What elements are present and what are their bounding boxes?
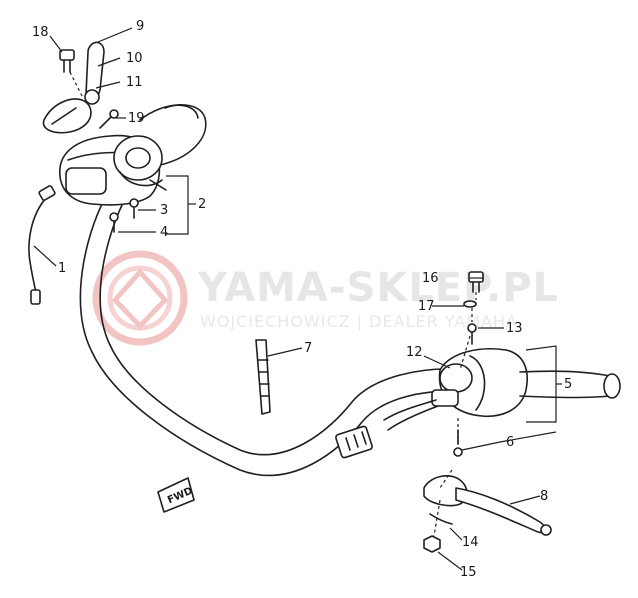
leader-lines xyxy=(33,27,562,571)
callout-15: 15 xyxy=(460,565,477,580)
callout-13: 13 xyxy=(506,321,523,336)
watermark: YAMA-SKLEP.PL WOJCIECHOWICZ | DEALER YAM… xyxy=(92,250,559,346)
callout-9: 9 xyxy=(136,19,144,34)
callout-10: 10 xyxy=(126,51,143,66)
callout-1: 1 xyxy=(58,261,66,276)
callout-8: 8 xyxy=(540,489,548,504)
right-switch-housing xyxy=(431,348,621,417)
fwd-direction-marker: FWD xyxy=(157,477,195,513)
callout-4: 4 xyxy=(160,225,168,240)
assembly-lines xyxy=(69,71,477,537)
watermark-title: YAMA-SKLEP.PL xyxy=(197,265,559,311)
callout-11: 11 xyxy=(126,75,143,90)
callout-19: 19 xyxy=(128,111,145,126)
callout-18: 18 xyxy=(32,25,49,40)
callouts: 9 10 11 18 19 2 3 4 1 7 12 13 16 17 5 6 … xyxy=(32,19,572,580)
screw-13 xyxy=(467,323,477,345)
cable-band-7 xyxy=(255,339,271,415)
lever-bracket-left xyxy=(42,41,105,134)
callout-16: 16 xyxy=(422,271,439,286)
callout-5: 5 xyxy=(564,377,572,392)
pin-14 xyxy=(429,513,453,525)
callout-17: 17 xyxy=(418,299,435,314)
screw-19 xyxy=(99,109,119,129)
handlebar xyxy=(79,103,471,477)
wire-lead-1 xyxy=(28,185,56,305)
nut-15 xyxy=(423,535,441,553)
callout-14: 14 xyxy=(462,535,479,550)
bolt-18 xyxy=(59,49,75,73)
harness-right xyxy=(335,399,439,459)
bolt-16 xyxy=(468,271,484,293)
watermark-logo-icon xyxy=(92,250,188,346)
callout-7: 7 xyxy=(304,341,312,356)
brake-lever-8 xyxy=(423,475,552,536)
left-switch-housing xyxy=(59,134,167,206)
screws-3-4 xyxy=(109,198,139,233)
callout-12: 12 xyxy=(406,345,423,360)
callout-6: 6 xyxy=(506,435,514,450)
callout-2: 2 xyxy=(198,197,206,212)
watermark-subtitle: WOJCIECHOWICZ | DEALER YAMAHA xyxy=(200,312,518,331)
washer-17 xyxy=(463,300,477,308)
screws-6 xyxy=(453,429,463,457)
callout-3: 3 xyxy=(160,203,168,218)
